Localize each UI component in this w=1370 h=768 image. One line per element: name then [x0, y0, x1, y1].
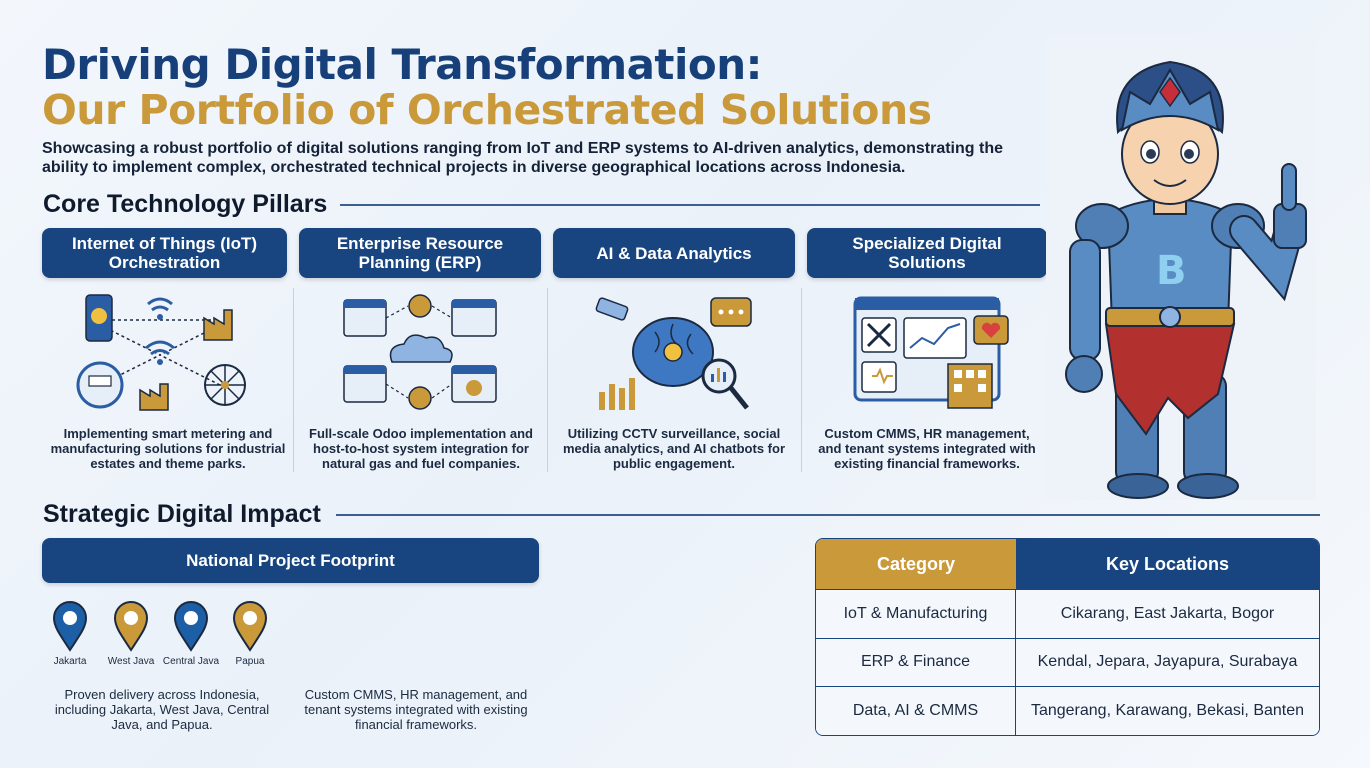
pillar-desc-iot: Implementing smart metering and manufact…: [50, 426, 286, 471]
map-pin-central-java: Central Java: [161, 600, 221, 667]
iot-network-icon: [76, 294, 246, 411]
pillar-divider: [547, 288, 548, 472]
table-row: ERP & Finance Kendal, Jepara, Jayapura, …: [816, 637, 1319, 686]
svg-text:B: B: [1156, 248, 1187, 294]
table-cell: IoT & Manufacturing: [816, 589, 1016, 638]
pin-label: Papua: [235, 656, 265, 667]
pillar-divider: [801, 288, 802, 472]
page-subtitle-heading: Our Portfolio of Orchestrated Solutions: [42, 86, 932, 134]
table-header-row: Category Key Locations: [816, 539, 1319, 589]
pillars-heading: Core Technology Pillars: [43, 190, 328, 218]
location-pin-icon: [52, 601, 88, 652]
location-pin-icon: [113, 601, 149, 652]
erp-cloud-icon: [343, 294, 497, 410]
footprint-title: National Project Footprint: [42, 538, 539, 583]
table-cell: Kendal, Jepara, Jayapura, Surabaya: [1016, 637, 1319, 686]
pillar-title-erp: Enterprise Resource Planning (ERP): [299, 228, 541, 278]
dashboard-icon: [853, 296, 1009, 409]
map-pin-papua: Papua: [220, 600, 280, 667]
ai-brain-icon: [595, 297, 752, 410]
page-title: Driving Digital Transformation:: [42, 40, 762, 89]
cmms-text: Custom CMMS, HR management, and tenant s…: [304, 687, 528, 732]
column-header-category: Category: [816, 539, 1016, 589]
pillar-title-iot: Internet of Things (IoT) Orchestration: [42, 228, 287, 278]
pillars-divider: [340, 204, 1040, 206]
table-cell: ERP & Finance: [816, 637, 1016, 686]
intro-text: Showcasing a robust portfolio of digital…: [42, 140, 1003, 176]
pin-label: Jakarta: [53, 656, 87, 667]
map-pin-jakarta: Jakarta: [40, 600, 100, 667]
pillar-desc-specialized: Custom CMMS, HR management, and tenant s…: [818, 426, 1036, 471]
pillar-title-specialized: Specialized Digital Solutions: [807, 228, 1047, 278]
delivery-text: Proven delivery across Indonesia, includ…: [54, 687, 270, 732]
pillar-desc-erp: Full-scale Odoo implementation and host-…: [309, 426, 533, 471]
pillar-title-ai: AI & Data Analytics: [553, 228, 795, 278]
location-pin-icon: [232, 601, 268, 652]
table-cell: Cikarang, East Jakarta, Bogor: [1016, 589, 1319, 638]
armored-hero-mascot-icon: B: [1046, 34, 1316, 500]
impact-divider: [336, 514, 1320, 516]
pillar-divider: [293, 288, 294, 472]
pin-label: West Java: [107, 656, 155, 667]
location-pin-icon: [173, 601, 209, 652]
pin-label: Central Java: [162, 656, 220, 667]
table-row: Data, AI & CMMS Tangerang, Karawang, Bek…: [816, 686, 1319, 735]
map-pin-west-java: West Java: [101, 600, 161, 667]
table-row: IoT & Manufacturing Cikarang, East Jakar…: [816, 589, 1319, 638]
locations-table: Category Key Locations IoT & Manufacturi…: [815, 538, 1320, 736]
column-header-key-locations: Key Locations: [1016, 539, 1319, 589]
pillar-desc-ai: Utilizing CCTV surveillance, social medi…: [562, 426, 785, 471]
impact-heading: Strategic Digital Impact: [43, 500, 321, 528]
table-cell: Data, AI & CMMS: [816, 686, 1016, 735]
table-cell: Tangerang, Karawang, Bekasi, Banten: [1016, 686, 1319, 735]
